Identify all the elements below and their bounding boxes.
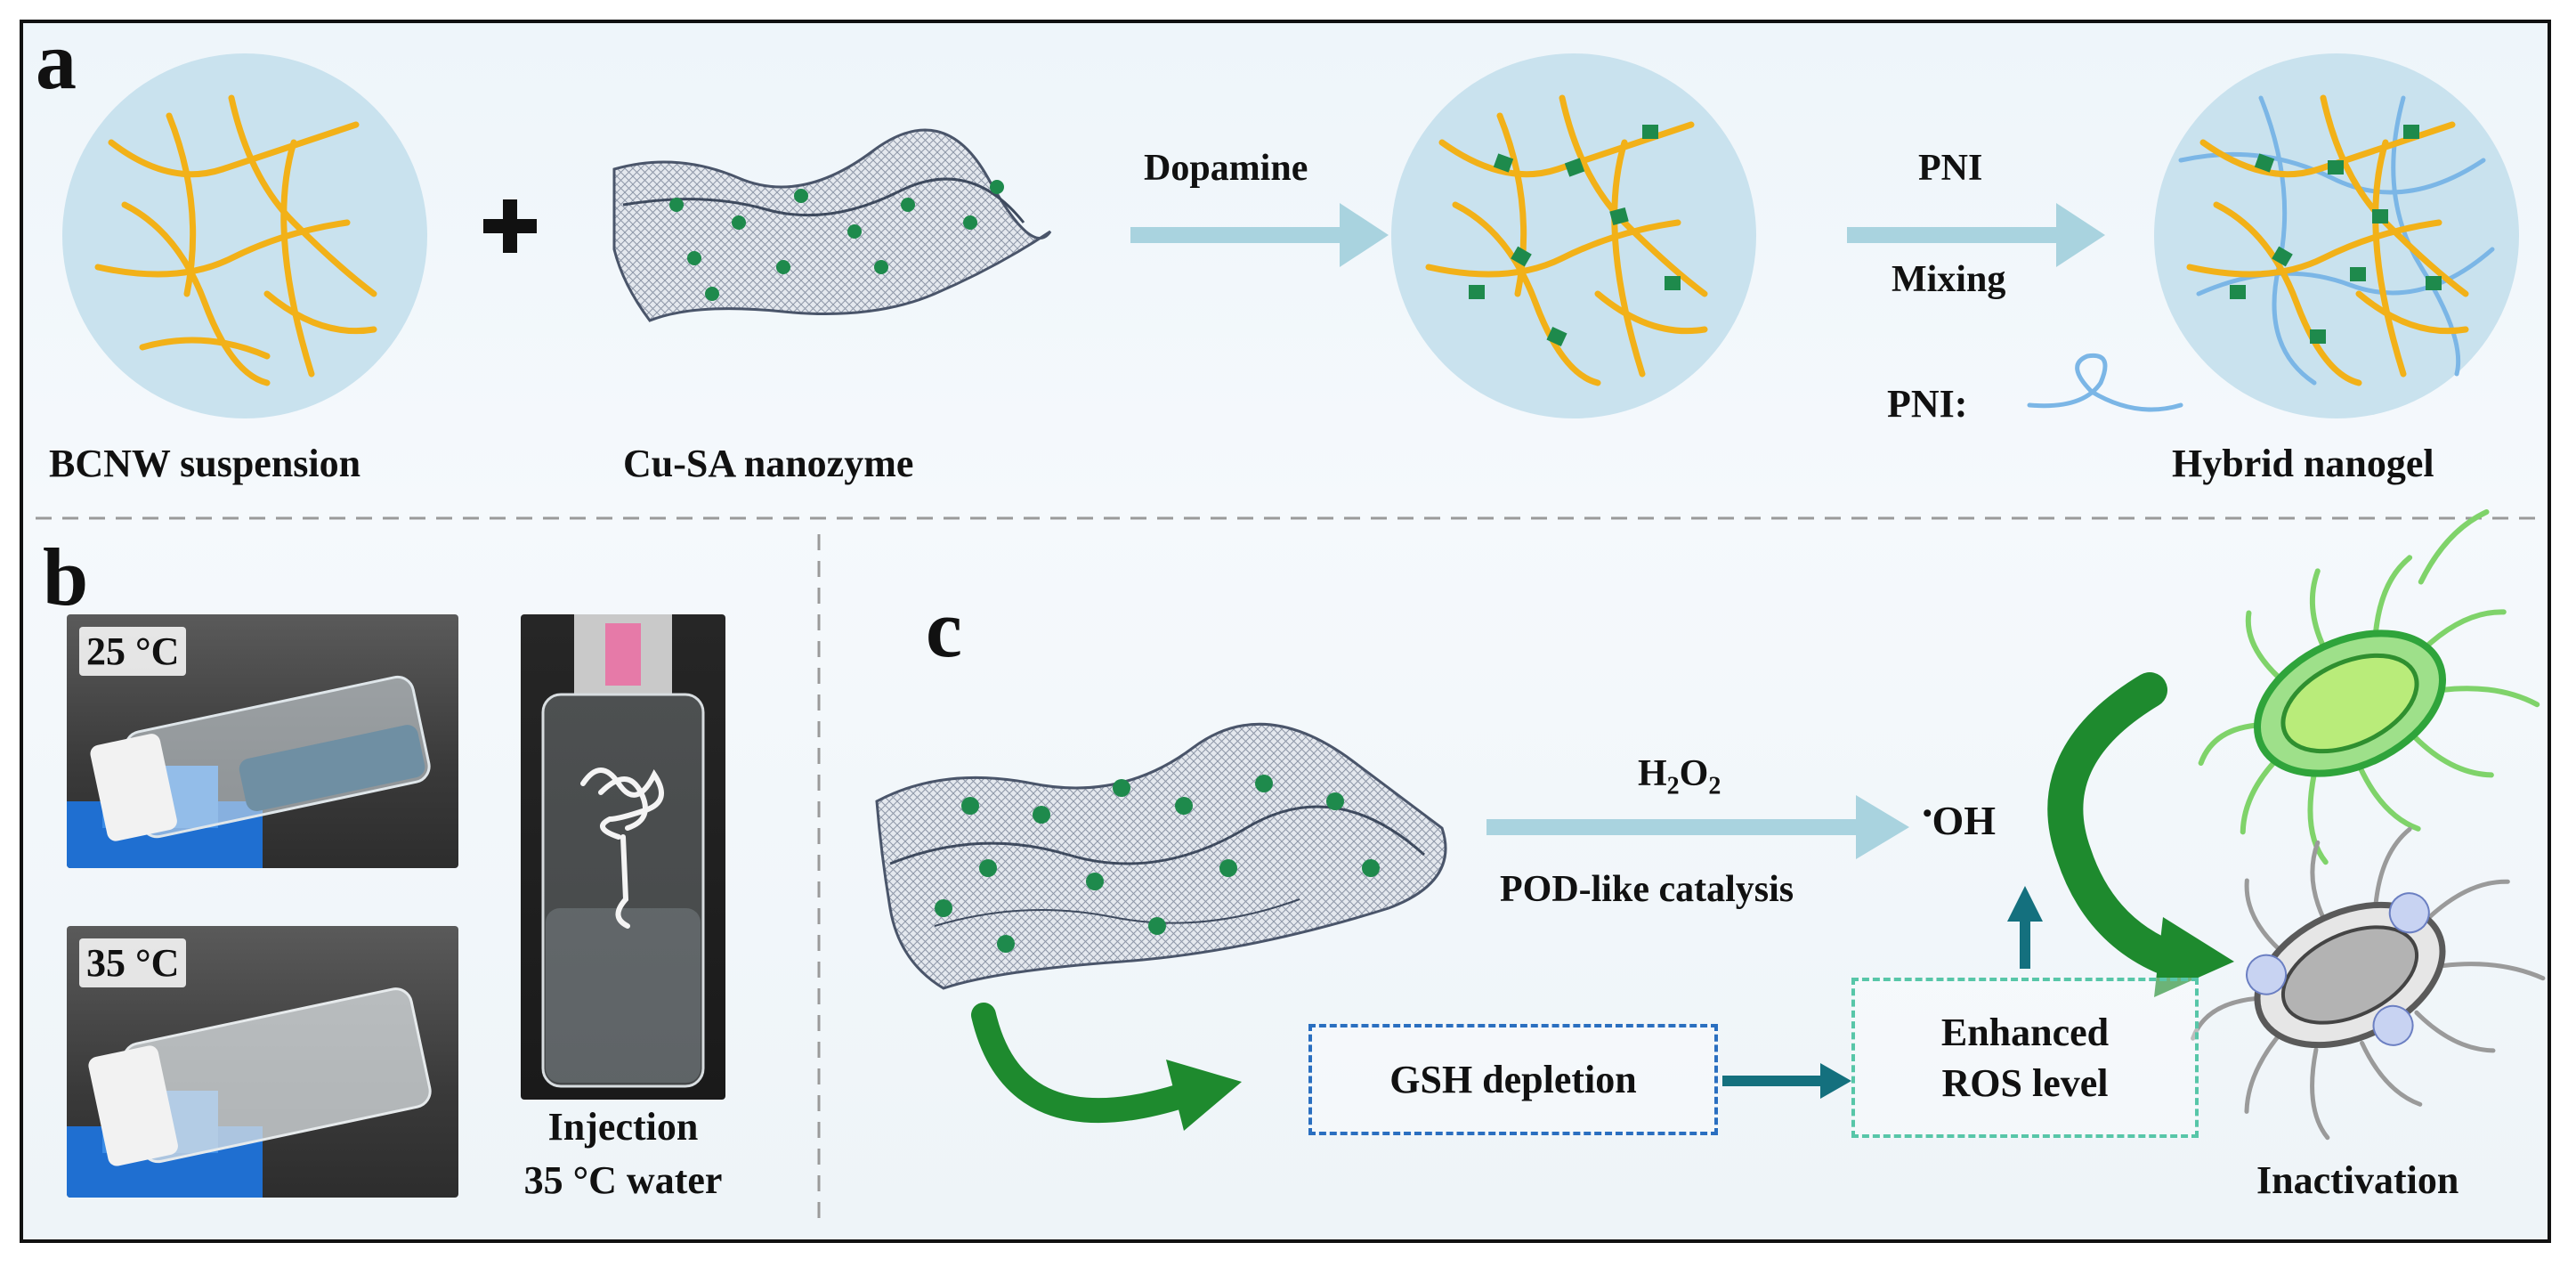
oh-text: OH <box>1932 798 1997 843</box>
vial-photo-25c: 25 °C <box>67 614 458 868</box>
ros-line1: Enhanced <box>1940 1010 2110 1054</box>
panel-b-letter: b <box>43 532 89 622</box>
enhanced-ros-box: Enhanced ROS level <box>1851 978 2199 1138</box>
h2o2-h: H <box>1638 753 1667 794</box>
hybrid-nanogel-label: Hybrid nanogel <box>2172 442 2434 485</box>
ros-line2: ROS level <box>1941 1061 2109 1105</box>
pni-mixing-arrow <box>1847 203 2105 267</box>
dopamine-arrow <box>1130 203 1389 267</box>
cu-sa-nanozyme-sheet <box>612 128 1052 322</box>
h2o2-sub1: 2 <box>1666 772 1680 800</box>
h2o2-o: O <box>1679 753 1709 794</box>
gsh-to-ros-arrow <box>1722 1063 1851 1099</box>
hydroxyl-radical-label: •OH <box>1923 797 1996 844</box>
mixing-label: Mixing <box>1891 259 2006 300</box>
pni-arrow-label: PNI <box>1918 148 1983 189</box>
pni-legend-label: PNI: <box>1887 382 1968 426</box>
h2o2-arrow <box>1486 795 1909 859</box>
cu-sa-nanozyme-label: Cu-SA nanozyme <box>623 442 914 485</box>
bcnw-suspension-label: BCNW suspension <box>49 442 361 485</box>
temp-label-25c: 25 °C <box>79 627 187 676</box>
panel-c-letter: c <box>926 583 962 674</box>
gsh-depletion-label: GSH depletion <box>1389 1058 1637 1101</box>
pod-like-catalysis-label: POD-like catalysis <box>1500 869 1794 910</box>
inactivated-bacterium-illustration <box>2191 826 2546 1141</box>
pni-legend-fiber <box>2027 353 2183 412</box>
temp-label-35c: 35 °C <box>79 938 187 987</box>
panel-a-letter: a <box>36 15 77 106</box>
plus-sign <box>483 199 537 253</box>
hybrid-nanogel-illustration <box>2154 53 2519 418</box>
functionalized-nanowire-illustration <box>1391 53 1756 418</box>
inactivation-label: Inactivation <box>2256 1158 2459 1202</box>
radical-dot: • <box>1923 799 1932 828</box>
injection-label: Injection <box>547 1105 699 1149</box>
injection-vial-photo <box>521 614 725 1100</box>
injection-water-label: 35 °C water <box>523 1158 723 1202</box>
gsh-depletion-box: GSH depletion <box>1308 1024 1718 1135</box>
healthy-bacterium-illustration <box>2198 508 2540 865</box>
vial-photo-35c: 35 °C <box>67 926 458 1198</box>
dopamine-label: Dopamine <box>1144 148 1308 189</box>
h2o2-label: H2O2 <box>1638 752 1721 800</box>
bcnw-suspension-illustration <box>62 53 427 418</box>
ros-to-oh-arrow <box>2007 886 2043 969</box>
nanozyme-sheet-large <box>875 722 1447 990</box>
h2o2-sub2: 2 <box>1708 772 1721 800</box>
green-curved-arrow-to-bacteria <box>2047 672 2234 997</box>
green-curved-arrow-to-gsh <box>971 1003 1242 1131</box>
